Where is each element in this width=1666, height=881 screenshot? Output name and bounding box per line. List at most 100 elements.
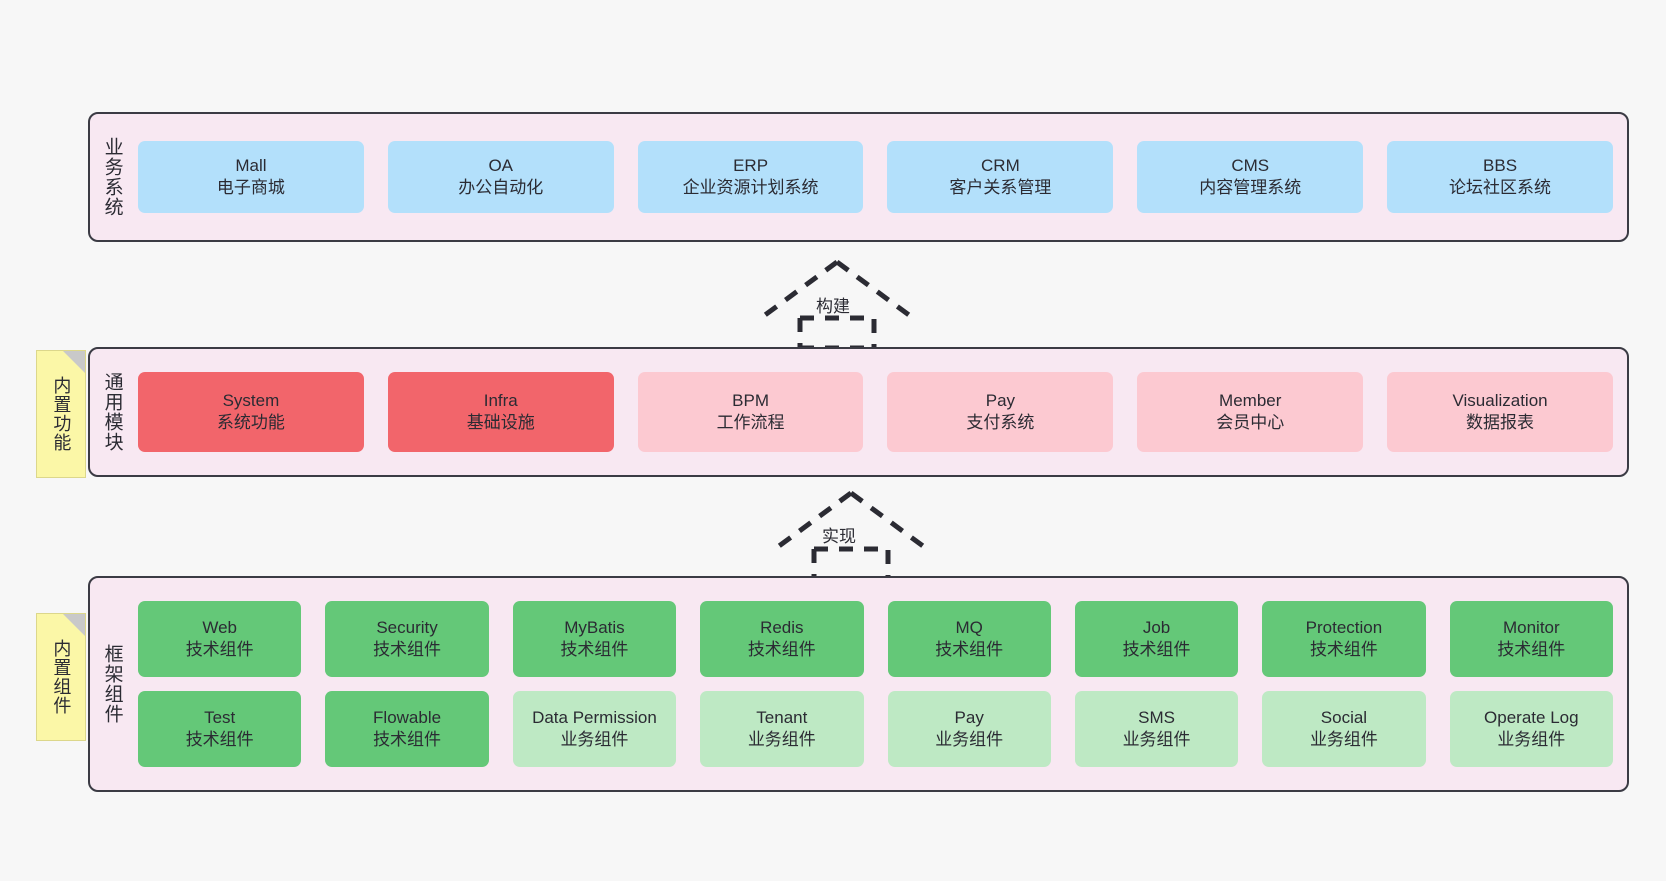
node-title: MQ	[955, 618, 983, 638]
node-security[interactable]: Security 技术组件	[325, 601, 489, 677]
node-subtitle: 技术组件	[185, 730, 254, 749]
node-subtitle: 业务组件	[1497, 730, 1566, 749]
layer-title-business-systems: 业务系统	[101, 137, 123, 217]
node-subtitle: 电子商城	[216, 178, 285, 197]
node-subtitle: 企业资源计划系统	[682, 178, 819, 197]
node-cms[interactable]: CMS 内容管理系统	[1137, 141, 1364, 213]
node-sms[interactable]: SMS 业务组件	[1074, 691, 1239, 767]
node-title: Pay	[985, 391, 1016, 411]
note-label: 内置组件	[51, 639, 72, 715]
node-social[interactable]: Social 业务组件	[1262, 691, 1426, 767]
node-test[interactable]: Test 技术组件	[138, 691, 302, 767]
layer-row: System 系统功能 Infra 基础设施 BPM 工作流程 Pay 支付系统…	[138, 372, 1613, 452]
node-title: Member	[1219, 391, 1282, 411]
layer-title-framework-components: 框架组件	[101, 644, 123, 724]
note-label: 内置功能	[51, 376, 72, 452]
node-subtitle: 内容管理系统	[1199, 178, 1302, 197]
node-title: Visualization	[1452, 391, 1548, 411]
node-protection[interactable]: Protection 技术组件	[1262, 601, 1426, 677]
node-subtitle: 技术组件	[1122, 640, 1191, 659]
node-subtitle: 技术组件	[373, 640, 442, 659]
note-fold-corner-icon	[63, 351, 85, 373]
connector-build-label: 构建	[816, 297, 850, 316]
node-title: Operate Log	[1484, 708, 1579, 728]
node-title: Flowable	[373, 708, 442, 728]
node-mybatis[interactable]: MyBatis 技术组件	[512, 601, 677, 677]
layer-framework-components: 框架组件 Web 技术组件 Security 技术组件 MyBatis 技术组件…	[88, 576, 1629, 792]
layer-title-common-modules: 通用模块	[101, 372, 123, 452]
node-title: OA	[488, 156, 514, 176]
node-job[interactable]: Job 技术组件	[1074, 601, 1239, 677]
node-subtitle: 业务组件	[560, 730, 629, 749]
node-subtitle: 系统功能	[216, 413, 285, 432]
node-subtitle: 技术组件	[747, 640, 816, 659]
node-subtitle: 业务组件	[1309, 730, 1378, 749]
node-erp[interactable]: ERP 企业资源计划系统	[637, 141, 864, 213]
node-title: SMS	[1138, 708, 1175, 728]
node-pay-component[interactable]: Pay 业务组件	[887, 691, 1051, 767]
connector-implement-arrow	[773, 490, 929, 579]
node-subtitle: 基础设施	[466, 413, 535, 432]
node-infra[interactable]: Infra 基础设施	[387, 372, 614, 452]
node-title: MyBatis	[564, 618, 625, 638]
connector-implement-label: 实现	[822, 527, 856, 546]
layer-body-common-modules: System 系统功能 Infra 基础设施 BPM 工作流程 Pay 支付系统…	[134, 349, 1627, 475]
node-data-permission[interactable]: Data Permission 业务组件	[512, 691, 677, 767]
node-subtitle: 办公自动化	[458, 178, 544, 197]
node-subtitle: 论坛社区系统	[1449, 178, 1552, 197]
node-subtitle: 业务组件	[747, 730, 816, 749]
node-title: BPM	[732, 391, 769, 411]
node-subtitle: 技术组件	[185, 640, 254, 659]
node-visualization[interactable]: Visualization 数据报表	[1387, 372, 1613, 452]
node-flowable[interactable]: Flowable 技术组件	[325, 691, 489, 767]
node-title: BBS	[1483, 156, 1518, 176]
node-monitor[interactable]: Monitor 技术组件	[1449, 601, 1613, 677]
node-title: Social	[1320, 708, 1368, 728]
node-crm[interactable]: CRM 客户关系管理	[887, 141, 1114, 213]
layer-body-framework-components: Web 技术组件 Security 技术组件 MyBatis 技术组件 Redi…	[134, 578, 1627, 790]
node-title: ERP	[733, 156, 769, 176]
layer-row: Mall 电子商城 OA 办公自动化 ERP 企业资源计划系统 CRM 客户关系…	[138, 141, 1613, 213]
node-subtitle: 支付系统	[966, 413, 1035, 432]
node-subtitle: 客户关系管理	[949, 178, 1052, 197]
node-subtitle: 技术组件	[560, 640, 629, 659]
node-title: CRM	[981, 156, 1020, 176]
node-title: CMS	[1231, 156, 1270, 176]
node-title: Infra	[483, 391, 518, 411]
node-subtitle: 业务组件	[935, 730, 1004, 749]
node-title: Pay	[954, 708, 984, 728]
node-member[interactable]: Member 会员中心	[1137, 372, 1364, 452]
node-subtitle: 业务组件	[1122, 730, 1191, 749]
layer-row: Web 技术组件 Security 技术组件 MyBatis 技术组件 Redi…	[138, 601, 1613, 677]
layer-row: Test 技术组件 Flowable 技术组件 Data Permission …	[138, 691, 1613, 767]
node-pay-module[interactable]: Pay 支付系统	[887, 372, 1114, 452]
node-subtitle: 技术组件	[1497, 640, 1566, 659]
node-bpm[interactable]: BPM 工作流程	[637, 372, 864, 452]
node-title: Monitor	[1502, 618, 1560, 638]
node-title: System	[222, 391, 280, 411]
node-title: Tenant	[756, 708, 808, 728]
node-operate-log[interactable]: Operate Log 业务组件	[1449, 691, 1613, 767]
node-mall[interactable]: Mall 电子商城	[138, 141, 364, 213]
node-system[interactable]: System 系统功能	[138, 372, 364, 452]
node-mq[interactable]: MQ 技术组件	[887, 601, 1051, 677]
node-subtitle: 技术组件	[1309, 640, 1378, 659]
node-title: Security	[376, 618, 438, 638]
layer-business-systems: 业务系统 Mall 电子商城 OA 办公自动化 ERP 企业资源计划系统 CRM…	[88, 112, 1629, 242]
node-web[interactable]: Web 技术组件	[138, 601, 302, 677]
node-title: Mall	[235, 156, 267, 176]
node-title: Job	[1142, 618, 1171, 638]
node-bbs[interactable]: BBS 论坛社区系统	[1387, 141, 1613, 213]
node-oa[interactable]: OA 办公自动化	[387, 141, 614, 213]
node-subtitle: 技术组件	[935, 640, 1004, 659]
node-title: Web	[202, 618, 238, 638]
node-tenant[interactable]: Tenant 业务组件	[700, 691, 864, 767]
node-redis[interactable]: Redis 技术组件	[700, 601, 864, 677]
node-title: Data Permission	[532, 708, 657, 728]
node-subtitle: 工作流程	[716, 413, 785, 432]
node-title: Test	[204, 708, 236, 728]
layer-body-business-systems: Mall 电子商城 OA 办公自动化 ERP 企业资源计划系统 CRM 客户关系…	[134, 114, 1627, 240]
note-fold-corner-icon	[63, 614, 85, 636]
node-subtitle: 会员中心	[1216, 413, 1285, 432]
